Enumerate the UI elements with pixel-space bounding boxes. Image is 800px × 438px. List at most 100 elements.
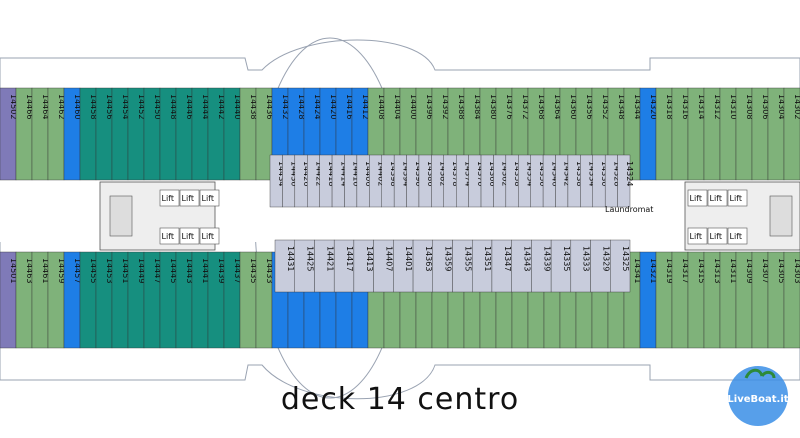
cabin-number: 14328 xyxy=(612,161,621,186)
cabin-number: 14404 xyxy=(393,94,402,119)
cabin-number: 14426 xyxy=(302,161,311,186)
cabin-number: 14446 xyxy=(185,94,194,119)
cabin-number: 14398 xyxy=(389,161,398,186)
lift-box xyxy=(707,189,728,207)
cabin-number: 14396 xyxy=(425,94,434,119)
cabin-number: 14309 xyxy=(745,258,754,283)
cabin-number: 14416 xyxy=(345,94,354,119)
cabin-number: 14342 xyxy=(563,161,572,186)
palm-icon xyxy=(744,368,776,379)
cabin-14324[interactable] xyxy=(617,154,631,208)
cabin-number: 14329 xyxy=(601,246,610,271)
lift-label: Lift xyxy=(690,194,703,203)
cabin-number: 14321 xyxy=(649,258,658,283)
cabin-14302[interactable] xyxy=(783,87,800,181)
cabin-number: 14450 xyxy=(153,94,162,119)
lift-box xyxy=(179,227,200,245)
cabin-number: 14449 xyxy=(137,258,146,283)
logo-globe-icon xyxy=(728,366,788,426)
cabin-number: 14412 xyxy=(361,94,370,119)
cabin-number: 14374 xyxy=(463,161,472,186)
cabin-number: 14440 xyxy=(233,94,242,119)
cabin-number: 14356 xyxy=(585,94,594,119)
cabin-number: 14386 xyxy=(426,161,435,186)
cabin-number: 14447 xyxy=(153,258,162,283)
cabin-number: 14352 xyxy=(601,94,610,119)
lift-label: Lift xyxy=(162,232,175,241)
cabin-number: 14457 xyxy=(73,258,82,283)
cabin-number: 14433 xyxy=(265,258,274,283)
cabin-number: 14392 xyxy=(441,94,450,119)
cabin-number: 14346 xyxy=(550,161,559,186)
cabin-number: 14362 xyxy=(501,161,510,186)
cabin-number: 14431 xyxy=(286,246,295,271)
cabin-number: 14343 xyxy=(523,246,532,271)
cabin-number: 14378 xyxy=(451,161,460,186)
cabin-number: 14458 xyxy=(89,94,98,119)
cabin-number: 14463 xyxy=(25,258,34,283)
cabin-number: 14330 xyxy=(600,161,609,186)
cabin-number: 14363 xyxy=(424,246,433,271)
cabin-number: 14448 xyxy=(169,94,178,119)
cabin-number: 14315 xyxy=(697,258,706,283)
lift-label: Lift xyxy=(710,194,723,203)
lift-box xyxy=(687,189,708,207)
cabin-number: 14456 xyxy=(105,94,114,119)
cabin-number: 14442 xyxy=(217,94,226,119)
cabin-number: 14435 xyxy=(249,258,258,283)
cabin-number: 14324 xyxy=(625,161,634,186)
cabin-number: 14436 xyxy=(265,94,274,119)
lift-box xyxy=(707,227,728,245)
deck-title: deck 14 centro xyxy=(280,382,520,417)
cabin-number: 14441 xyxy=(201,258,210,283)
cabin-number: 14453 xyxy=(105,258,114,283)
cabin-number: 14460 xyxy=(73,94,82,119)
cabin-number: 14317 xyxy=(681,258,690,283)
lift-box xyxy=(727,189,748,207)
liveboat-logo: LiveBoat.it xyxy=(722,358,794,430)
cabin-number: 14335 xyxy=(562,246,571,271)
cabin-number: 14354 xyxy=(525,161,534,186)
cabin-number: 14306 xyxy=(761,94,770,119)
cabin-number: 14316 xyxy=(681,94,690,119)
cabin-14303[interactable] xyxy=(783,251,800,349)
cabin-number: 14466 xyxy=(25,94,34,119)
cabin-number: 14360 xyxy=(569,94,578,119)
cabin-number: 14451 xyxy=(121,258,130,283)
cabin-number: 14452 xyxy=(137,94,146,119)
cabin-number: 14382 xyxy=(439,161,448,186)
cabin-number: 14302 xyxy=(793,94,800,119)
cabin-number: 14402 xyxy=(377,161,386,186)
lift-label: Lift xyxy=(202,194,215,203)
cabin-number: 14341 xyxy=(633,258,642,283)
cabin-number: 14406 xyxy=(364,161,373,186)
lift-box xyxy=(199,189,220,207)
cabin-number: 14462 xyxy=(57,94,66,119)
cabin-number: 14384 xyxy=(473,94,482,119)
cabin-number: 14370 xyxy=(476,161,485,186)
cabin-number: 14439 xyxy=(217,258,226,283)
lift-label: Lift xyxy=(162,194,175,203)
cabin-number: 14464 xyxy=(41,94,50,119)
cabin-number: 14344 xyxy=(633,94,642,119)
cabin-number: 14461 xyxy=(41,258,50,283)
cabin-number: 14408 xyxy=(377,94,386,119)
cabin-number: 14455 xyxy=(89,258,98,283)
cabin-number: 14359 xyxy=(444,246,453,271)
cabin-number: 14422 xyxy=(314,161,323,186)
cabin-number: 14390 xyxy=(414,161,423,186)
lift-label: Lift xyxy=(710,232,723,241)
cabin-number: 14355 xyxy=(463,246,472,271)
cabin-number: 14312 xyxy=(713,94,722,119)
cabin-number: 14303 xyxy=(793,258,800,283)
laundromat-label: Laundromat xyxy=(605,205,653,214)
cabin-number: 14445 xyxy=(169,258,178,283)
cabin-number: 14304 xyxy=(777,94,786,119)
lift-label: Lift xyxy=(730,194,743,203)
cabin-14325[interactable] xyxy=(610,239,631,293)
cabin-number: 14425 xyxy=(306,246,315,271)
cabin-number: 14351 xyxy=(483,246,492,271)
cabin-number: 14314 xyxy=(697,94,706,119)
cabin-number: 14348 xyxy=(617,94,626,119)
